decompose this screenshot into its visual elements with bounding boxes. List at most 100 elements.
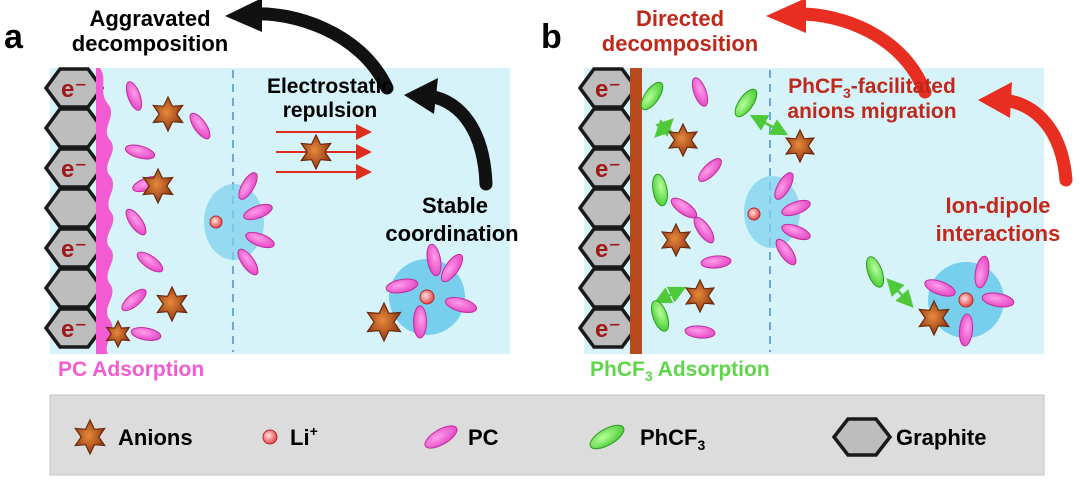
pc-molecule — [700, 255, 732, 269]
legend-graphite-label: Graphite — [896, 425, 986, 450]
pc-molecule — [426, 243, 442, 277]
electron-label-a: e⁻ — [61, 156, 87, 183]
legend-phcf3-label: PhCF3 — [640, 425, 705, 453]
label-phcf3-facilitated: PhCF3-facilitated — [788, 75, 956, 101]
pc-molecule — [121, 288, 147, 312]
panel-b: e⁻e⁻e⁻e⁻ b Directed decomposition PhCF3-… — [541, 0, 1073, 384]
anion — [156, 285, 188, 323]
phcf3-molecule — [734, 88, 758, 118]
electron-label-b: e⁻ — [595, 316, 621, 343]
phcf3-molecule — [640, 81, 664, 111]
species-b — [640, 77, 1015, 347]
anion — [300, 133, 332, 171]
anion — [660, 222, 692, 258]
anion — [918, 299, 950, 337]
graphite-hexagon — [43, 107, 105, 149]
graphite-hexagon — [43, 187, 105, 229]
legend-phcf3-icon — [589, 424, 625, 450]
anion — [667, 122, 699, 158]
pc-molecule — [125, 81, 143, 111]
pc-molecule — [698, 158, 722, 182]
panel-letter-b: b — [541, 18, 562, 56]
electron-label-a: e⁻ — [61, 76, 87, 103]
panel-letter-a: a — [4, 18, 24, 56]
interaction-arrows — [653, 114, 914, 308]
species-a — [105, 81, 478, 349]
title-directed-line2: decomposition — [602, 31, 758, 56]
pc-adsorption-label: PC Adsorption — [58, 358, 204, 381]
graphite-stack-b: e⁻e⁻e⁻e⁻ — [577, 67, 639, 349]
label-coordination: coordination — [385, 221, 518, 246]
pc-molecule — [958, 313, 974, 347]
pc-molecule — [440, 253, 464, 283]
pc-molecule — [781, 223, 811, 241]
legend-anions-label: Anions — [118, 425, 193, 450]
phcf3-adsorption-label: PhCF3 Adsorption — [590, 358, 770, 384]
label-stable: Stable — [422, 193, 488, 218]
pc-molecule — [781, 199, 811, 217]
legend-anion-icon — [74, 418, 106, 456]
title-aggravated-line1: Aggravated — [89, 6, 210, 31]
curved-arrow-aggravated — [248, 7, 394, 95]
electron-label-b: e⁻ — [595, 76, 621, 103]
pc-molecule — [385, 278, 419, 294]
anion — [684, 278, 716, 314]
sei-layer-b — [630, 68, 642, 354]
pc-molecule — [774, 172, 794, 200]
curved-arrow-stable-head — [404, 78, 438, 114]
pc-molecule — [130, 327, 162, 341]
graphite-hexagon — [577, 267, 639, 309]
label-repulsion: repulsion — [283, 99, 378, 122]
graphite-hexagon — [577, 187, 639, 229]
pc-adsorption-layer — [96, 68, 114, 354]
pc-molecule — [684, 325, 716, 339]
legend-li-icon — [262, 429, 278, 445]
pc-molecule — [136, 251, 164, 273]
legend: Anions Li+ PC PhCF3 Graphite — [49, 394, 1045, 476]
li-ion — [419, 289, 435, 305]
pc-molecule — [243, 203, 273, 221]
anion — [105, 319, 131, 349]
phcf3-molecule — [652, 173, 668, 207]
label-interactions: interactions — [936, 221, 1061, 246]
pc-molecule — [245, 231, 275, 249]
pc-molecule — [125, 208, 147, 236]
title-directed-line1: Directed — [636, 6, 724, 31]
legend-pc-label: PC — [468, 425, 499, 450]
electron-label-a: e⁻ — [61, 236, 87, 263]
pc-molecule — [237, 248, 259, 276]
pc-molecule — [189, 112, 211, 140]
anion — [142, 167, 174, 205]
anion — [152, 95, 184, 133]
panel-a: e⁻ e⁻ e⁻ e⁻ a Aggravated decomposition Elec… — [4, 0, 519, 381]
label-ion-dipole: Ion-dipole — [945, 193, 1050, 218]
title-aggravated-line2: decomposition — [72, 31, 228, 56]
pc-molecule — [981, 292, 1015, 308]
pc-molecule — [775, 238, 797, 266]
pc-molecule — [413, 305, 427, 339]
legend-box — [49, 394, 1045, 476]
label-anions-migration: anions migration — [787, 100, 956, 123]
phcf3-molecule — [650, 300, 670, 332]
legend-pc-icon — [424, 425, 458, 449]
li-ion — [209, 215, 223, 229]
anion — [784, 128, 816, 164]
pc-molecule — [691, 77, 709, 107]
li-ion — [747, 207, 761, 221]
electron-label-a: e⁻ — [61, 316, 87, 343]
pc-molecule — [444, 296, 478, 314]
curved-arrow-stable — [423, 89, 493, 191]
graphite-hexagon — [577, 107, 639, 149]
anion — [366, 301, 402, 343]
pc-molecule — [238, 172, 258, 200]
pc-molecule — [124, 144, 156, 160]
legend-icons — [74, 417, 893, 457]
pc-molecule — [974, 255, 990, 289]
pc-molecule — [924, 279, 956, 297]
curved-arrow-directed-head — [766, 0, 806, 33]
legend-graphite-icon — [831, 417, 893, 457]
label-electrostatic: Electrostatic — [267, 75, 393, 98]
li-ion — [958, 292, 974, 308]
curved-arrow-iondipole-head — [978, 82, 1012, 118]
